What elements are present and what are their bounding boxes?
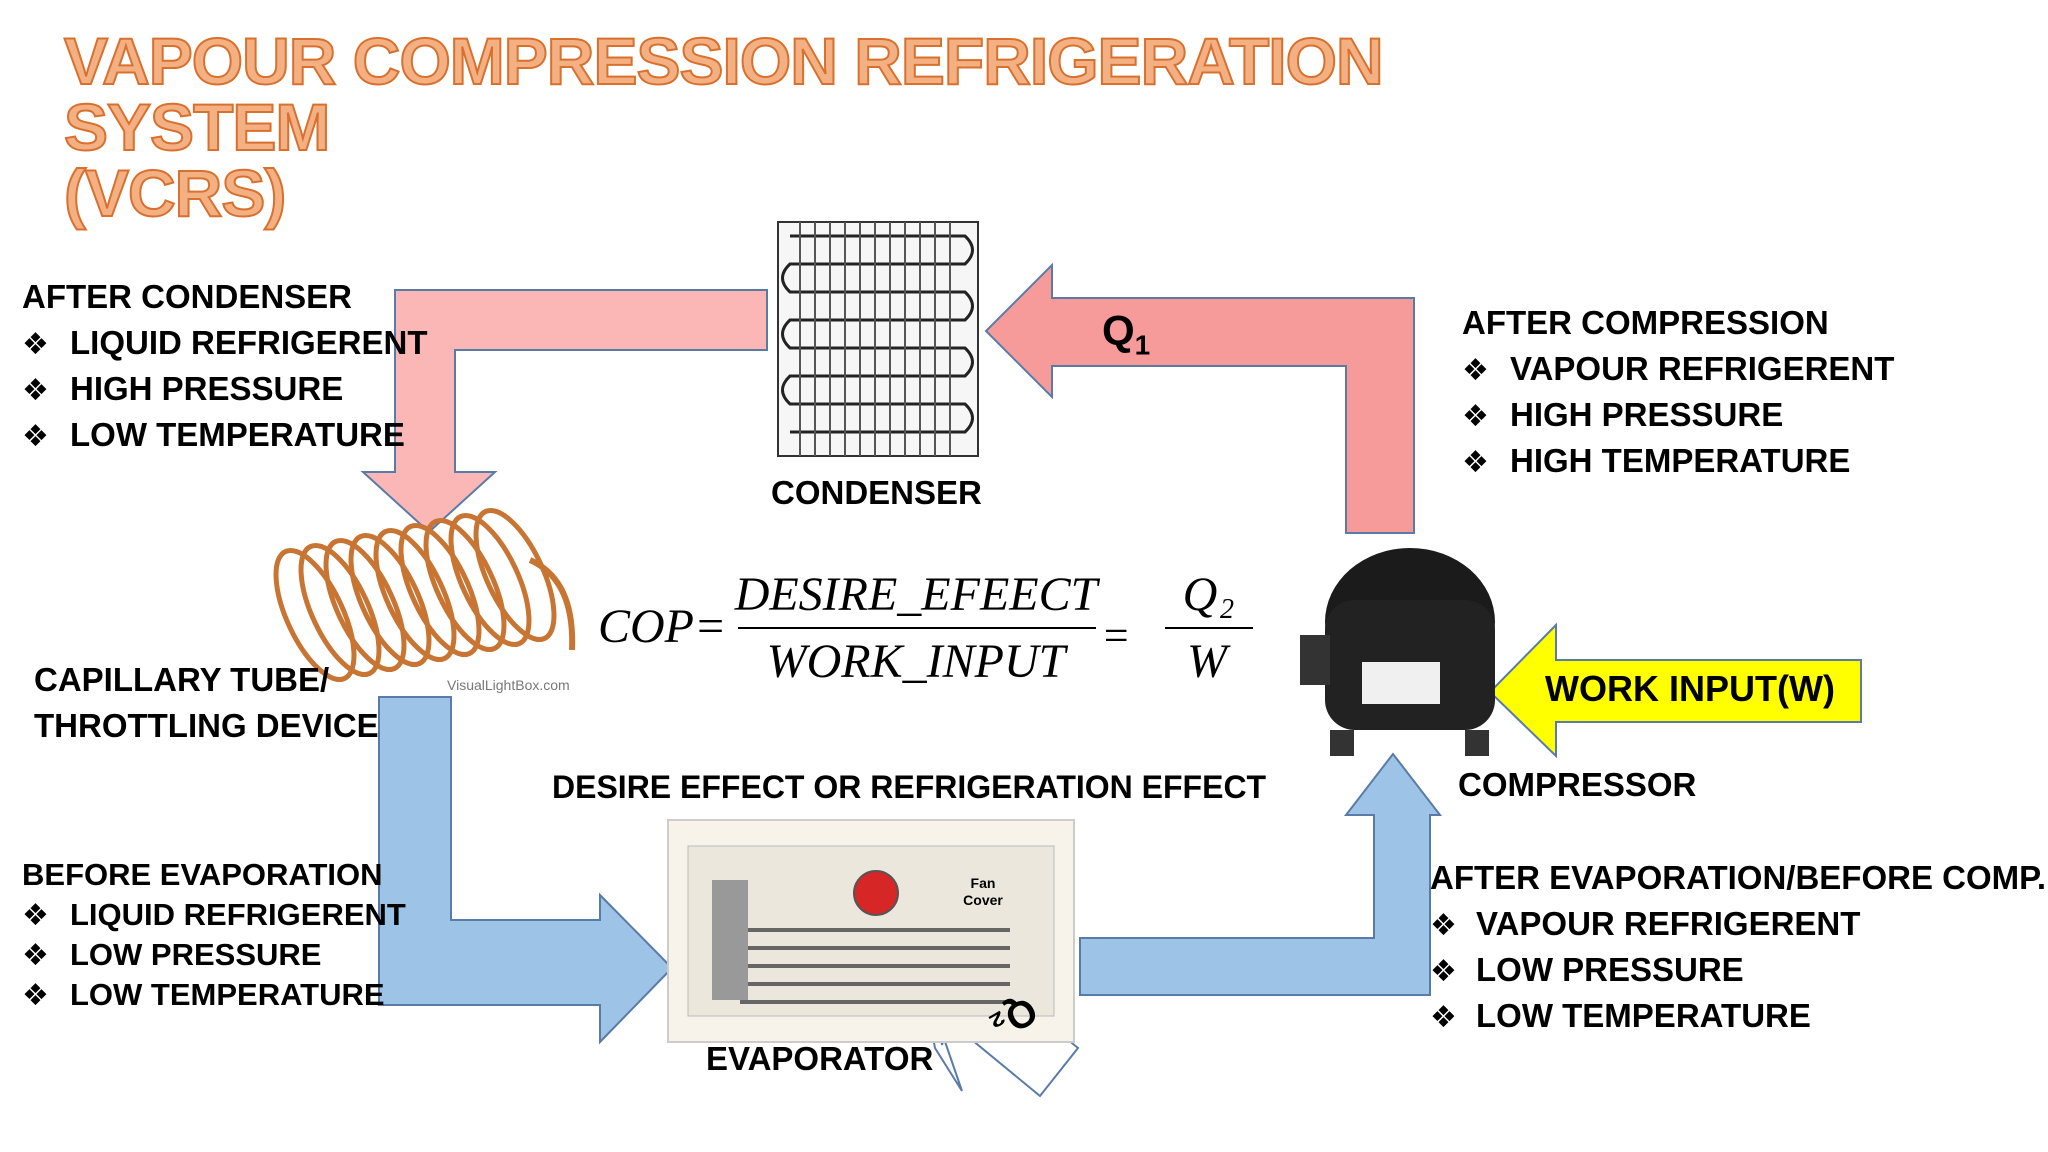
list-item-text: LOW TEMPERATURE bbox=[70, 416, 405, 453]
list-item: ❖ VAPOUR REFRIGERENT bbox=[1430, 901, 2046, 947]
bullet-icon: ❖ bbox=[22, 328, 49, 361]
list-item: ❖ HIGH PRESSURE bbox=[1462, 392, 1894, 438]
bullet-icon: ❖ bbox=[22, 374, 49, 407]
compressor-label: COMPRESSOR bbox=[1458, 766, 1697, 803]
formula-denominator: WORK_INPUT bbox=[767, 635, 1069, 688]
bullet-icon: ❖ bbox=[1462, 446, 1489, 479]
list-item-text: LIQUID REFRIGERENT bbox=[70, 324, 428, 361]
after-evaporation-heading: AFTER EVAPORATION/BEFORE COMP. bbox=[1430, 859, 2047, 896]
watermark: VisualLightBox.com bbox=[447, 677, 570, 693]
list-item-text: LOW TEMPERATURE bbox=[70, 977, 385, 1012]
arrow-condenser-to-capillary bbox=[360, 289, 768, 534]
capillary-label-line-1: CAPILLARY TUBE/ bbox=[34, 661, 330, 698]
bullet-icon: ❖ bbox=[1430, 909, 1457, 942]
list-item-text: HIGH TEMPERATURE bbox=[1510, 442, 1851, 479]
list-item-text: LOW TEMPERATURE bbox=[1476, 997, 1811, 1034]
bullet-icon: ❖ bbox=[1430, 1001, 1457, 1034]
list-item-text: HIGH PRESSURE bbox=[1510, 396, 1784, 433]
list-item-text: LIQUID REFRIGERENT bbox=[70, 897, 406, 932]
capillary-coil-image bbox=[273, 507, 576, 683]
fan-cover-label: Fan Cover bbox=[963, 875, 1003, 908]
formula-numerator: DESIRE_EFEECT bbox=[734, 570, 1101, 621]
bullet-icon: ❖ bbox=[22, 979, 49, 1012]
after-evaporation-block: AFTER EVAPORATION/BEFORE COMP. ❖ VAPOUR R… bbox=[1430, 855, 2046, 1039]
work-input-arrow bbox=[1488, 622, 1862, 759]
list-item: ❖ VAPOUR REFRIGERENT bbox=[1462, 346, 1894, 392]
page-title: VAPOUR COMPRESSION REFRIGERATION SYSTEM … bbox=[63, 24, 1564, 230]
q1-subscript: 1 bbox=[1134, 329, 1151, 361]
condenser-label: CONDENSER bbox=[771, 474, 982, 511]
formula-q-numerator: Q bbox=[1183, 570, 1218, 621]
q1-label: Q1 bbox=[1102, 307, 1150, 361]
evaporator-label: EVAPORATOR bbox=[706, 1040, 934, 1077]
after-condenser-block: AFTER CONDENSER ❖ LIQUID REFRIGERENT ❖ HIG… bbox=[22, 274, 428, 458]
formula-lhs: COP= bbox=[598, 600, 726, 653]
before-evaporation-block: BEFORE EVAPORATION ❖ LIQUID REFRIGERENT ❖… bbox=[22, 855, 406, 1015]
list-item: ❖ LOW TEMPERATURE bbox=[1430, 993, 2046, 1039]
list-item: ❖ LOW TEMPERATURE bbox=[22, 412, 428, 458]
arrow-capillary-to-evaporator bbox=[378, 696, 674, 1045]
condenser-image bbox=[777, 221, 979, 457]
list-item: ❖ HIGH TEMPERATURE bbox=[1462, 438, 1894, 484]
q1-letter: Q bbox=[1102, 307, 1135, 354]
bullet-icon: ❖ bbox=[1430, 955, 1457, 988]
after-condenser-heading: AFTER CONDENSER bbox=[22, 278, 353, 315]
after-compression-block: AFTER COMPRESSION ❖ VAPOUR REFRIGERENT ❖ H… bbox=[1462, 300, 1894, 484]
work-input-label: WORK INPUT(W) bbox=[1545, 668, 1835, 709]
arrow-compressor-to-condenser bbox=[984, 262, 1415, 534]
title-line-2: (VCRS) bbox=[63, 156, 287, 230]
bullet-icon: ❖ bbox=[22, 420, 49, 453]
formula-equals: = bbox=[1101, 611, 1131, 660]
formula-q-subscript: 2 bbox=[1220, 594, 1234, 625]
bullet-icon: ❖ bbox=[22, 899, 49, 932]
list-item-text: LOW PRESSURE bbox=[70, 937, 322, 972]
bullet-icon: ❖ bbox=[22, 939, 49, 972]
desire-effect-label: DESIRE EFFECT OR REFRIGERATION EFFECT bbox=[552, 769, 1267, 805]
after-compression-heading: AFTER COMPRESSION bbox=[1462, 304, 1829, 341]
formula-q-denominator: W bbox=[1187, 635, 1231, 688]
list-item: ❖ LOW TEMPERATURE bbox=[22, 975, 406, 1015]
arrow-evaporator-to-compressor bbox=[1079, 752, 1443, 996]
cop-formula: COP= DESIRE_EFEECT WORK_INPUT = Q 2 W bbox=[598, 570, 1253, 688]
list-item-text: LOW PRESSURE bbox=[1476, 951, 1744, 988]
list-item-text: VAPOUR REFRIGERENT bbox=[1510, 350, 1895, 387]
list-item: ❖ HIGH PRESSURE bbox=[22, 366, 428, 412]
bullet-icon: ❖ bbox=[1462, 400, 1489, 433]
list-item-text: HIGH PRESSURE bbox=[70, 370, 344, 407]
capillary-label-line-2: THROTTLING DEVICE bbox=[34, 707, 379, 744]
list-item: ❖ LIQUID REFRIGERENT bbox=[22, 320, 428, 366]
list-item: ❖ LOW PRESSURE bbox=[22, 935, 406, 975]
list-item: ❖ LIQUID REFRIGERENT bbox=[22, 895, 406, 935]
title-line-1: VAPOUR COMPRESSION REFRIGERATION SYSTEM bbox=[63, 24, 1385, 164]
list-item-text: VAPOUR REFRIGERENT bbox=[1476, 905, 1861, 942]
compressor-image bbox=[1300, 548, 1495, 756]
capillary-label: CAPILLARY TUBE/ THROTTLING DEVICE bbox=[34, 657, 379, 749]
before-evaporation-heading: BEFORE EVAPORATION bbox=[22, 857, 383, 892]
evaporator-image bbox=[667, 819, 1075, 1043]
bullet-icon: ❖ bbox=[1462, 354, 1489, 387]
list-item: ❖ LOW PRESSURE bbox=[1430, 947, 2046, 993]
